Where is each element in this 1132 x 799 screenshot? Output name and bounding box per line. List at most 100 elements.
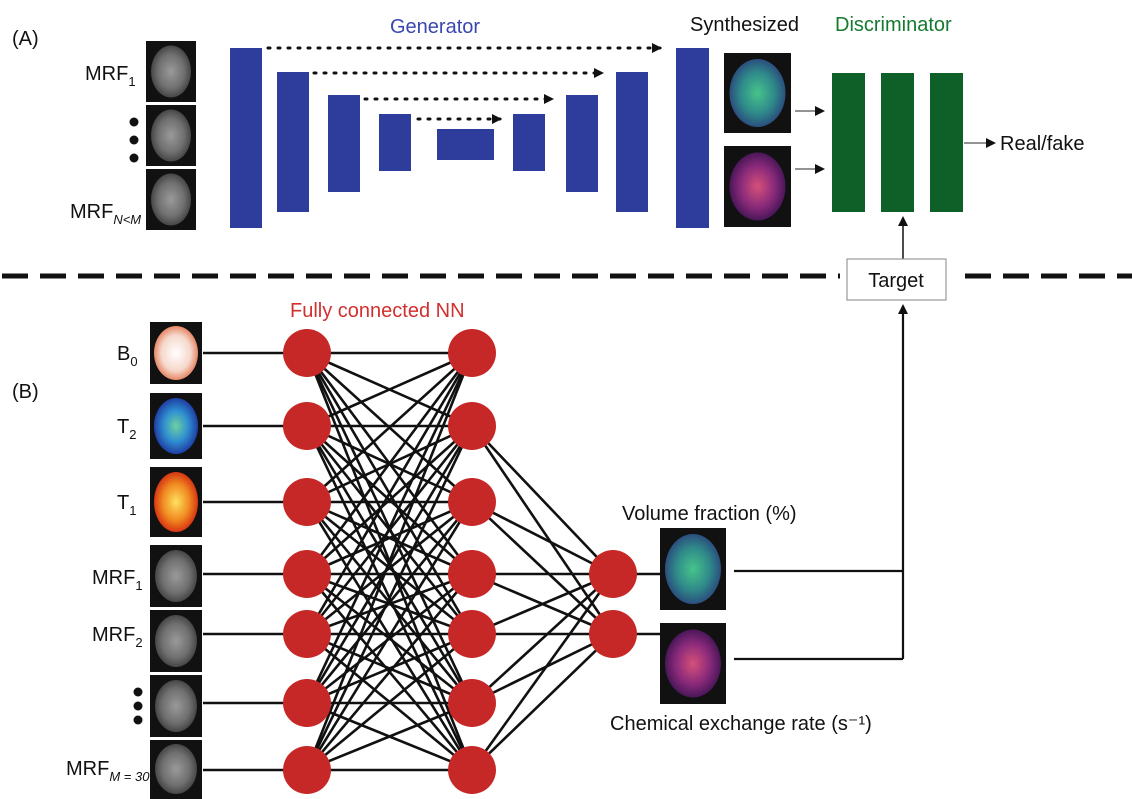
brain-thumbnail [150,610,202,672]
nn-neuron [448,610,496,658]
nn-edge [470,425,615,635]
brain-thumbnail [150,393,202,459]
exchange-rate-label: Chemical exchange rate (s⁻¹) [610,713,872,735]
output-to-target-lines [734,304,908,661]
nn-edge [306,425,473,575]
nn-neuron [448,679,496,727]
ellipsis-dots-a [129,117,139,163]
ellipsis-dots-b [133,687,143,725]
nn-neuron [448,478,496,526]
discriminator-layer [881,73,914,212]
nn-edge [306,572,473,705]
nn-edge [305,501,474,704]
nn-edge [306,500,473,576]
input-thumbnails-b [150,322,202,799]
brain-thumbnail [150,467,202,537]
discriminator-layer [930,73,963,212]
input-thumbnails-a [146,41,196,230]
brain-thumbnail [150,322,202,384]
nn-edge [306,351,473,428]
generator-layer [328,95,360,192]
generator-layer [513,114,545,171]
discriminator-title: Discriminator [835,14,952,36]
input-label-t2: T2 [117,416,136,442]
nn-edge [471,573,614,704]
generator-layer [566,95,598,192]
generator-layer [676,48,709,228]
nn-title: Fully connected NN [290,300,465,322]
nn-edge [305,352,474,575]
nn-neuron [448,746,496,794]
real-fake-label: Real/fake [1000,133,1085,155]
brain-thumbnail [150,545,202,607]
input-label-mrf1: MRF1 [85,63,136,89]
nn-edge [471,425,614,575]
nn-edge [306,701,473,772]
generator-network [230,48,709,228]
target-box [846,258,947,301]
generator-title: Generator [390,16,480,38]
nn-edge [471,632,614,705]
nn-neuron [448,329,496,377]
brain-thumbnail [146,169,196,230]
brain-thumbnail [146,41,196,102]
generator-layer [230,48,262,228]
brain-thumbnail [146,105,196,166]
brain-thumbnail [724,53,791,133]
input-label-mrf-m: MRFM = 30 [66,758,150,784]
nn-edge [306,632,473,705]
nn-neuron [283,746,331,794]
nn-edge [471,501,614,635]
nn-neuron [283,610,331,658]
nn-edge [306,573,473,771]
discriminator-network [832,73,963,212]
panel-b-tag: (B) [12,381,39,403]
nn-neuron [589,610,637,658]
brain-thumbnail [150,675,202,737]
nn-edge [305,425,474,771]
volume-fraction-label: Volume fraction (%) [622,503,797,525]
nn-edge [470,573,615,771]
generator-layer [379,114,411,171]
nn-edge [471,633,614,771]
output-maps [660,528,726,704]
nn-neurons [283,329,637,794]
nn-neuron [283,329,331,377]
nn-edge [305,352,474,704]
nn-neuron [283,550,331,598]
nn-edge [305,501,474,771]
input-label-b0: B0 [117,343,138,369]
input-label-mrf1-b: MRF1 [92,567,143,593]
skip-connections [266,43,662,124]
brain-thumbnail [724,146,791,227]
panel-a-tag: (A) [12,28,39,50]
nn-edge [306,632,473,772]
generator-layer [616,72,648,212]
nn-edge [305,352,474,635]
nn-neuron [283,478,331,526]
nn-neuron [283,679,331,727]
brain-thumbnail [150,740,202,799]
input-label-mrf2: MRF2 [92,624,143,650]
discriminator-layer [832,73,865,212]
input-label-t1: T1 [117,492,136,518]
nn-neuron [589,550,637,598]
target-label: Target [868,270,924,292]
nn-edge [306,352,473,503]
generator-layer [437,129,494,160]
nn-neuron [448,402,496,450]
nn-edge [471,500,614,576]
nn-edge [305,352,474,771]
nn-connections [203,351,660,772]
brain-thumbnail [660,528,726,610]
nn-edge [471,572,614,636]
input-label-mrf-n: MRFN<M [70,201,141,227]
nn-neuron [448,550,496,598]
brain-thumbnail [660,623,726,704]
nn-edge [306,500,473,636]
generator-layer [277,72,309,212]
synthesized-label: Synthesized [690,14,799,36]
synthesized-maps [724,53,791,227]
synth-to-disc-arrows [795,106,825,174]
